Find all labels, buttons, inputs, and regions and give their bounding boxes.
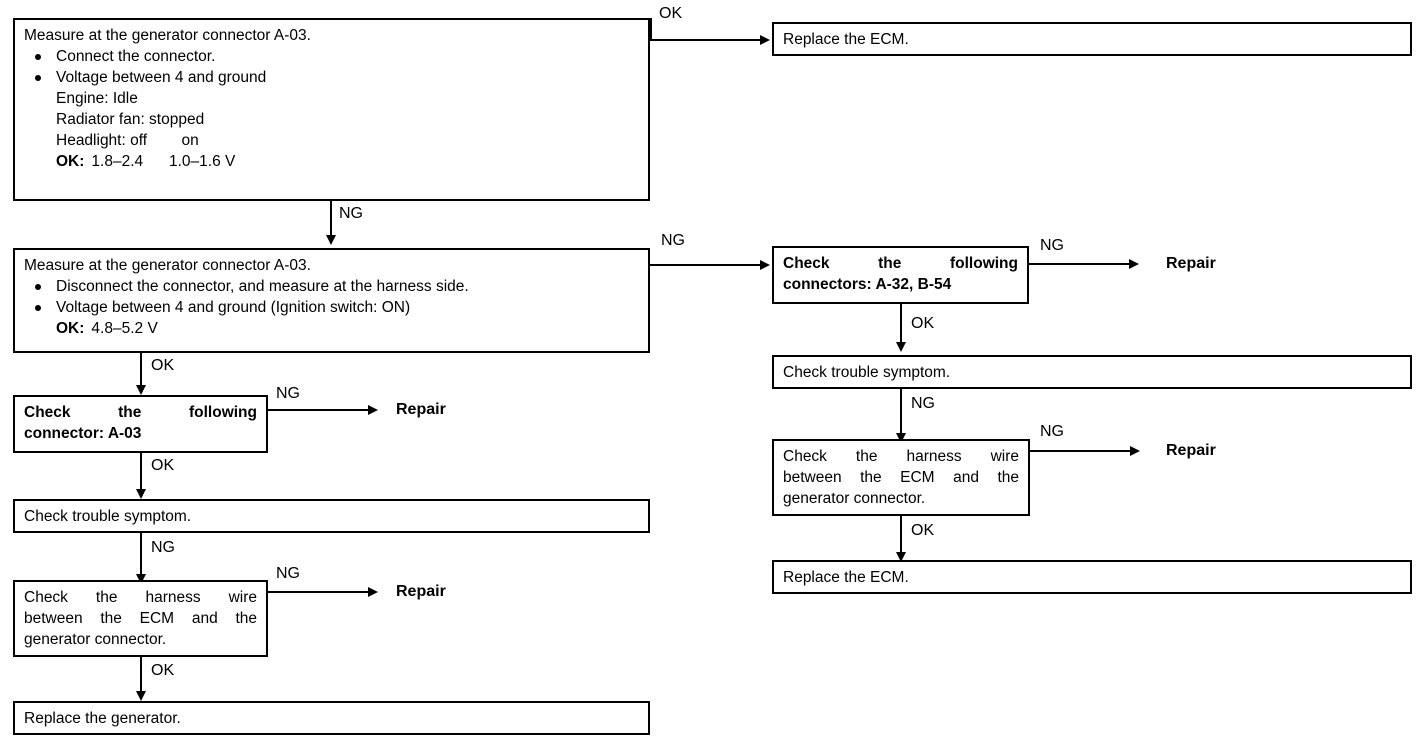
edge-label-ok: OK bbox=[659, 5, 683, 22]
edge-line bbox=[1029, 263, 1129, 265]
edge-line bbox=[650, 39, 760, 41]
edge-line bbox=[268, 409, 368, 411]
edge-line bbox=[140, 353, 142, 387]
edge-label-ng: NG bbox=[911, 395, 935, 412]
list-item: Voltage between 4 and ground bbox=[24, 67, 639, 88]
edge-line bbox=[900, 516, 902, 554]
box-check-harness-right-line1: Check the harness wire bbox=[783, 448, 1019, 465]
arrow-right-icon bbox=[368, 405, 378, 415]
box-measure-connected-list: Connect the connector. Voltage between 4… bbox=[24, 46, 639, 88]
box-replace-ecm-top-text: Replace the ECM. bbox=[783, 31, 909, 48]
box-check-harness-left-line2: between the ECM and the bbox=[24, 610, 257, 627]
edge-line bbox=[140, 533, 142, 576]
edge-label-ng: NG bbox=[1040, 237, 1064, 254]
box-measure-connected-fan: Radiator fan: stopped bbox=[56, 111, 205, 128]
box-replace-ecm-bottom-text: Replace the ECM. bbox=[783, 569, 909, 586]
box-measure-connected: Measure at the generator connector A-03.… bbox=[13, 18, 650, 201]
box-check-symptom-left: Check trouble symptom. bbox=[13, 499, 650, 533]
arrow-down-icon bbox=[326, 235, 336, 245]
list-item: Disconnect the connector, and measure at… bbox=[24, 276, 639, 297]
arrow-right-icon bbox=[760, 260, 770, 270]
edge-line bbox=[900, 389, 902, 435]
edge-label-ng: NG bbox=[151, 539, 175, 556]
edge-line bbox=[140, 657, 142, 693]
box-measure-disconnected-ok-values: 4.8–5.2 V bbox=[91, 320, 158, 337]
box-check-connector-left: Check the following connector: A-03 bbox=[13, 395, 268, 453]
edge-line bbox=[330, 201, 332, 237]
terminal-repair-right-harness: Repair bbox=[1166, 442, 1216, 459]
box-measure-disconnected: Measure at the generator connector A-03.… bbox=[13, 248, 650, 353]
box-measure-disconnected-list: Disconnect the connector, and measure at… bbox=[24, 276, 639, 318]
edge-line bbox=[650, 18, 652, 40]
box-replace-ecm-top: Replace the ECM. bbox=[772, 22, 1412, 56]
box-check-harness-left-line1: Check the harness wire bbox=[24, 589, 257, 606]
box-check-connectors-right: Check the following connectors: A-32, B-… bbox=[772, 246, 1029, 304]
box-check-harness-left: Check the harness wire between the ECM a… bbox=[13, 580, 268, 657]
box-measure-connected-headlight: Headlight: off on bbox=[56, 132, 199, 149]
box-replace-generator-text: Replace the generator. bbox=[24, 710, 181, 727]
terminal-repair-left-connector: Repair bbox=[396, 401, 446, 418]
edge-line bbox=[268, 591, 368, 593]
edge-label-ng: NG bbox=[339, 205, 363, 222]
box-check-harness-right: Check the harness wire between the ECM a… bbox=[772, 439, 1030, 516]
box-measure-connected-ok-values: 1.8–2.4 1.0–1.6 V bbox=[91, 153, 236, 170]
box-check-symptom-right: Check trouble symptom. bbox=[772, 355, 1412, 389]
box-check-harness-left-line3: generator connector. bbox=[24, 631, 167, 648]
edge-label-ok: OK bbox=[151, 357, 175, 374]
edge-label-ok: OK bbox=[911, 522, 935, 539]
arrow-right-icon bbox=[760, 35, 770, 45]
box-check-symptom-left-text: Check trouble symptom. bbox=[24, 508, 192, 525]
edge-label-ok: OK bbox=[151, 662, 175, 679]
edge-label-ng: NG bbox=[276, 385, 300, 402]
terminal-repair-right-connectors: Repair bbox=[1166, 255, 1216, 272]
edge-line bbox=[1030, 450, 1130, 452]
arrow-down-icon bbox=[136, 489, 146, 499]
arrow-down-icon bbox=[896, 342, 906, 352]
list-item: Voltage between 4 and ground (Ignition s… bbox=[24, 297, 639, 318]
arrow-down-icon bbox=[136, 385, 146, 395]
box-check-symptom-right-text: Check trouble symptom. bbox=[783, 364, 951, 381]
box-replace-ecm-bottom: Replace the ECM. bbox=[772, 560, 1412, 594]
terminal-repair-left-harness: Repair bbox=[396, 583, 446, 600]
arrow-down-icon bbox=[896, 552, 906, 562]
box-check-harness-right-line3: generator connector. bbox=[783, 490, 926, 507]
box-check-connectors-right-line1: Check the following bbox=[783, 255, 1018, 272]
box-check-connectors-right-line2: connectors: A-32, B-54 bbox=[783, 276, 952, 293]
arrow-right-icon bbox=[368, 587, 378, 597]
edge-line bbox=[140, 453, 142, 491]
edge-label-ok: OK bbox=[151, 457, 175, 474]
box-check-harness-right-line2: between the ECM and the bbox=[783, 469, 1019, 486]
edge-label-ng: NG bbox=[276, 565, 300, 582]
arrow-right-icon bbox=[1129, 259, 1139, 269]
edge-label-ok: OK bbox=[911, 315, 935, 332]
arrow-down-icon bbox=[136, 574, 146, 584]
edge-label-ng: NG bbox=[1040, 423, 1064, 440]
arrow-down-icon bbox=[896, 433, 906, 443]
box-check-connector-left-line2: connector: A-03 bbox=[24, 425, 142, 442]
box-measure-connected-engine: Engine: Idle bbox=[56, 90, 138, 107]
edge-line bbox=[650, 264, 760, 266]
box-measure-connected-ok-label: OK: bbox=[56, 153, 85, 170]
box-measure-connected-heading: Measure at the generator connector A-03. bbox=[24, 27, 311, 44]
box-measure-disconnected-ok-label: OK: bbox=[56, 320, 85, 337]
arrow-down-icon bbox=[136, 691, 146, 701]
box-check-connector-left-line1: Check the following bbox=[24, 404, 257, 421]
edge-label-ng: NG bbox=[661, 232, 685, 249]
box-measure-disconnected-heading: Measure at the generator connector A-03. bbox=[24, 257, 311, 274]
box-replace-generator: Replace the generator. bbox=[13, 701, 650, 735]
list-item: Connect the connector. bbox=[24, 46, 639, 67]
arrow-right-icon bbox=[1130, 446, 1140, 456]
edge-line bbox=[900, 304, 902, 344]
